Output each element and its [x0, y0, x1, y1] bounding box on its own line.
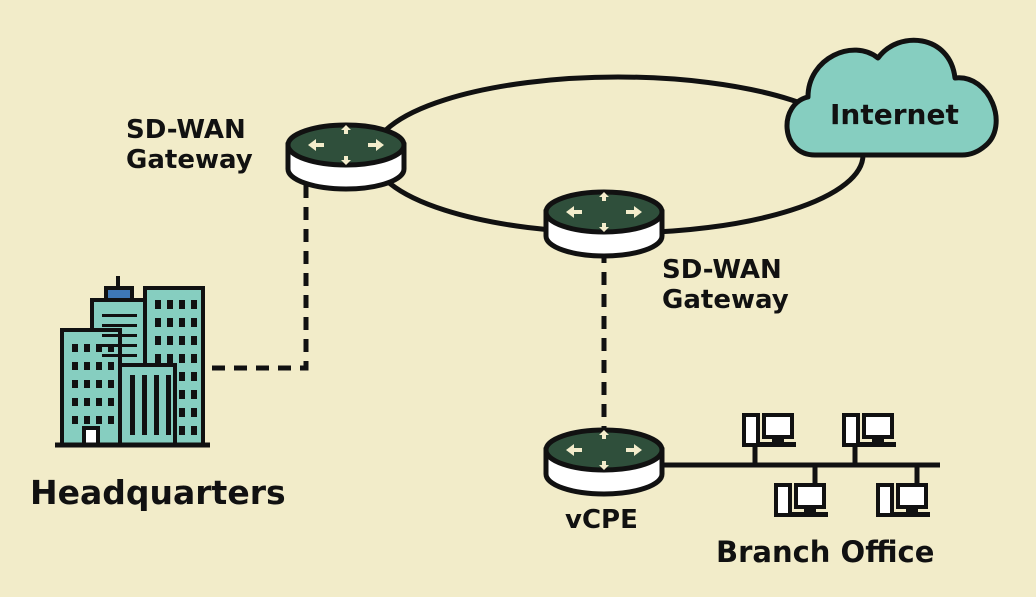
branch-lan-bus: [662, 447, 940, 484]
computer-icon: [876, 483, 932, 519]
gateway-top-label-line1: SD-WAN: [126, 115, 246, 145]
cloud-icon: [784, 37, 999, 158]
computer-icon: [742, 413, 798, 449]
router-icon: [546, 192, 662, 256]
gateway-top-label-line2: Gateway: [126, 144, 253, 175]
hq-link-dashed: [205, 185, 309, 371]
router-icon: [546, 430, 662, 494]
computer-icon: [842, 413, 898, 449]
computer-icon: [774, 483, 830, 519]
headquarters-label: Headquarters: [30, 473, 286, 512]
gateway-top-label: SD-WAN Gateway: [126, 115, 253, 176]
vcpe-label: vCPE: [565, 505, 638, 535]
building-icon: [55, 276, 210, 448]
gateway-mid-label: SD-WAN Gateway: [662, 255, 789, 316]
gateway-mid-label-line2: Gateway: [662, 284, 789, 315]
branch-office-label: Branch Office: [716, 535, 935, 569]
internet-label: Internet: [830, 98, 959, 131]
gateway-mid-label-line1: SD-WAN: [662, 255, 782, 285]
router-icon: [288, 125, 404, 189]
